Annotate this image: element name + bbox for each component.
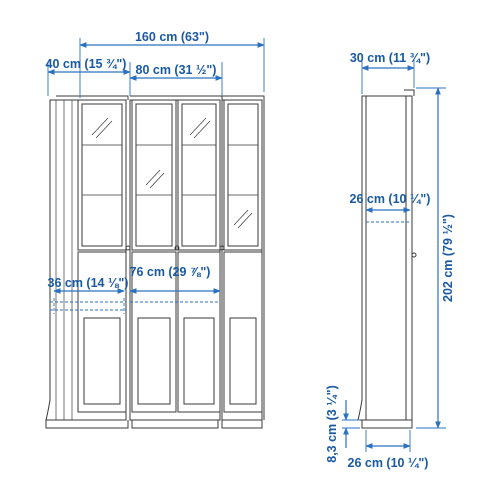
- label-plinth-height: 8,3 cm (3 ¼"): [325, 385, 339, 463]
- dim-shelf-width: 76 cm (29 ⅞"): [129, 265, 221, 294]
- dim-base-depth: 26 cm (10 ¼"): [348, 430, 429, 470]
- dim-front-depth: 40 cm (15 ¾"): [46, 57, 131, 96]
- label-section-depth: 40 cm (15 ¾"): [46, 57, 127, 71]
- lower-doors: [77, 245, 263, 413]
- label-shelf-depth: 36 cm (14 ⅛"): [48, 276, 129, 290]
- label-section-width: 80 cm (31 ½"): [136, 63, 217, 77]
- front-view: 160 cm (63") 40 cm (15 ¾") 80 cm (31 ½")…: [45, 30, 265, 429]
- label-height: 202 cm (79 ½"): [441, 214, 455, 302]
- side-view: 30 cm (11 ¾") 26 cm (10 ¼") 202 cm (79 ½…: [325, 51, 455, 470]
- dim-shelf-depth: 36 cm (14 ⅛"): [48, 276, 129, 294]
- dim-side-depth: 30 cm (11 ¾"): [350, 51, 430, 94]
- glass-doors: [55, 99, 263, 420]
- label-shelf-width: 76 cm (29 ⅞"): [130, 265, 211, 279]
- shelf-dashes: [50, 298, 220, 314]
- label-base-depth: 26 cm (10 ¼"): [348, 456, 429, 470]
- dim-height: 202 cm (79 ½"): [416, 87, 455, 429]
- cabinet-outline: [45, 95, 265, 429]
- label-inner-depth: 26 cm (10 ¼"): [350, 192, 431, 206]
- dim-section-width: 80 cm (31 ½"): [129, 62, 223, 96]
- dim-plinth-height: 8,3 cm (3 ¼"): [325, 385, 360, 463]
- label-total-width: 160 cm (63"): [135, 30, 209, 44]
- label-side-depth: 30 cm (11 ¾"): [350, 51, 430, 65]
- dim-inner-depth: 26 cm (10 ¼"): [350, 192, 431, 213]
- dim-total-width: 160 cm (63"): [79, 30, 265, 98]
